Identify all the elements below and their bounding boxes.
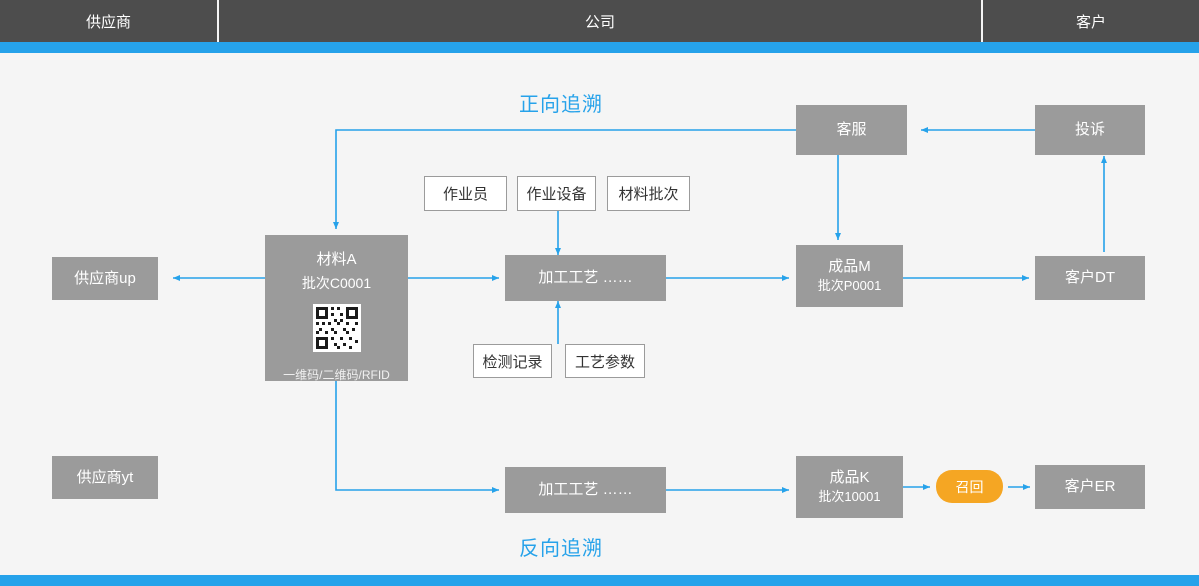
qr-code-icon: [312, 304, 361, 352]
attr-equipment-label: 作业设备: [526, 186, 587, 203]
attr-material-batch-label: 材料批次: [618, 186, 679, 203]
badge-recall-label: 召回: [955, 478, 984, 495]
node-customer-dt-label: 客户DT: [1065, 269, 1115, 287]
node-process-top[interactable]: 加工工艺 ……: [505, 255, 666, 301]
node-material-a-codes: 一维码/二维码/RFID: [283, 368, 390, 382]
header-band: 供应商 公司 客户: [0, 0, 1199, 51]
caption-reverse-trace: 反向追溯: [519, 538, 603, 560]
attr-process-params-label: 工艺参数: [574, 353, 635, 371]
node-complaint-label: 投诉: [1074, 121, 1105, 139]
node-product-m[interactable]: 成品M 批次P0001: [796, 245, 903, 307]
node-material-a[interactable]: 材料A 批次C0001: [265, 235, 408, 382]
header-customer-label: 客户: [1075, 13, 1106, 31]
node-customer-er[interactable]: 客户ER: [1035, 465, 1145, 509]
node-product-k-batch: 批次10001: [818, 489, 881, 505]
attr-inspection-record[interactable]: 检测记录: [473, 344, 552, 378]
node-customer-dt[interactable]: 客户DT: [1035, 256, 1145, 300]
node-customer-service[interactable]: 客服: [796, 105, 907, 155]
node-customer-service-label: 客服: [836, 121, 867, 139]
top-accent-bar: [0, 42, 1199, 53]
node-customer-er-label: 客户ER: [1064, 478, 1116, 496]
node-process-bottom[interactable]: 加工工艺 ……: [505, 467, 666, 513]
node-material-a-batch: 批次C0001: [301, 275, 372, 291]
header-company: 公司: [219, 0, 981, 51]
attr-operator[interactable]: 作业员: [424, 176, 507, 211]
header-company-label: 公司: [584, 13, 615, 31]
node-product-m-batch: 批次P0001: [817, 278, 882, 294]
header-supplier: 供应商: [0, 0, 217, 51]
header-supplier-label: 供应商: [85, 13, 131, 31]
attr-material-batch[interactable]: 材料批次: [607, 176, 690, 211]
node-process-bottom-label: 加工工艺 ……: [538, 481, 633, 499]
node-supplier-yt-label: 供应商yt: [76, 468, 134, 486]
node-material-a-title: 材料A: [316, 251, 357, 268]
node-product-k[interactable]: 成品K 批次10001: [796, 456, 903, 518]
attr-equipment[interactable]: 作业设备: [517, 176, 596, 211]
caption-forward-trace: 正向追溯: [519, 94, 603, 116]
node-process-top-label: 加工工艺 ……: [538, 269, 633, 287]
node-supplier-up-label: 供应商up: [74, 269, 136, 287]
node-product-m-title: 成品M: [828, 257, 871, 275]
node-product-k-title: 成品K: [829, 468, 870, 486]
attr-process-params[interactable]: 工艺参数: [565, 344, 645, 378]
attr-operator-label: 作业员: [442, 186, 488, 203]
node-supplier-yt[interactable]: 供应商yt: [52, 456, 158, 499]
attr-inspection-record-label: 检测记录: [482, 353, 543, 371]
header-customer: 客户: [983, 0, 1199, 51]
badge-recall[interactable]: 召回: [936, 470, 1003, 503]
node-complaint[interactable]: 投诉: [1035, 105, 1145, 155]
node-supplier-up[interactable]: 供应商up: [52, 257, 158, 300]
bottom-accent-bar: [0, 575, 1199, 586]
